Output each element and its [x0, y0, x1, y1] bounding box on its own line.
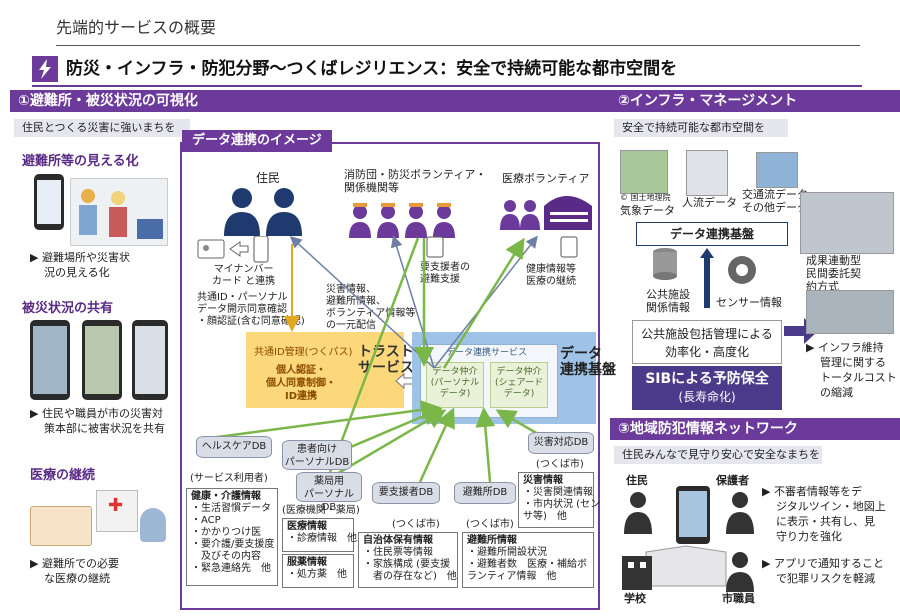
platform-bar: データ連携基盤: [636, 222, 788, 246]
shelter-info-box: 避難所情報・避難所開設状況・避難者数 医療・補給ボランティア情報 他: [462, 532, 594, 588]
damage-bullet: ▶ 住民や職員が市の災害対 策本部に被害状況を共有: [30, 407, 165, 435]
disaster-info-box: 災害情報・災害関連情報・市内状況 (センサ等) 他: [518, 472, 600, 528]
shelter-photo: [26, 170, 170, 250]
idm-title: 共通ID管理(つくパス): [254, 347, 353, 358]
label-user: (サービス利用者): [190, 473, 268, 484]
title-icon: [32, 56, 58, 82]
data-link-title: データ連携のイメージ: [182, 130, 332, 152]
healthcare-db: ヘルスケアDB: [196, 436, 272, 458]
medical-info-box: 医療情報・診療情報 他: [282, 518, 357, 552]
residents-icon: [224, 188, 302, 236]
crime-bullet-1: ▶ 不審者情報等をデ ジタルツイン・地図上 に表示・共有し、見 守り力を強化: [762, 485, 886, 543]
support-label: 要支援者の避難支援: [420, 262, 470, 285]
traffic-label: 交通流データその他データ: [742, 188, 808, 214]
health-care-box: 健康・介護情報 ・生活習慣データ・ACP・かかりつけ医・要介護/要支援度 及びそ…: [186, 488, 278, 586]
label-city-3: (つくば市): [536, 459, 584, 470]
sib-label: 成果連動型民間委託契約方式: [806, 254, 861, 293]
resident-label: 住民: [256, 171, 281, 185]
people-flow-image: [686, 150, 728, 196]
broker-shared: データ仲介(シェアードデータ): [490, 362, 548, 408]
health-label: 健康情報等医療の継続: [526, 264, 576, 287]
crime-network-illustration: [622, 486, 754, 592]
page-heading: 先端的サービスの概要: [56, 18, 217, 37]
medical-photo: ✚: [26, 484, 172, 550]
flow-arrows: [209, 235, 553, 483]
idm-body: 個人認証・個人同意制御・ID連携: [266, 365, 336, 402]
shelter-bullet: ▶ 避難場所や災害状 況の見える化: [30, 251, 130, 279]
sib-preservation-box: SIBによる予防保全 (長寿命化): [632, 366, 782, 410]
medicine-info-box: 服薬情報・処方薬 他: [282, 554, 354, 588]
label-city-1: (つくば市): [392, 519, 440, 530]
people-label: 人流データ: [682, 196, 737, 209]
disaster-db: 災害対応DB: [528, 432, 594, 454]
traffic-image: [756, 152, 798, 188]
title-rule: [32, 85, 862, 87]
data-link-service-title: データ連携サービス: [446, 348, 528, 358]
tablet-icon: [426, 236, 444, 258]
weather-map-image: [620, 150, 668, 194]
section2-header: ②インフラ・マネージメント: [610, 90, 900, 112]
pharmacy-db: 薬局用パーソナルDB: [296, 472, 362, 513]
patient-db: 患者向けパーソナルDB: [282, 440, 352, 470]
mynumber-card-icon: [197, 236, 269, 263]
database-icon: [653, 248, 677, 280]
section1-header: ①避難所・被災状況の可視化: [10, 90, 610, 112]
label-medical: (医療機関・薬局): [282, 505, 360, 516]
bridge-image: [800, 192, 894, 254]
damage-share-title: 被災状況の共有: [22, 301, 114, 316]
data-link-frame: [180, 142, 600, 610]
main-title: 防災・インフラ・防犯分野～つくばレジリエンス：安全で持続可能な都市空間を: [66, 59, 678, 79]
damage-photo: [20, 318, 170, 406]
copyright-label: © 国土地理院: [620, 193, 671, 202]
disaster-info-label: 災害情報、避難所情報、ボランティア情報等の一元配信: [326, 284, 416, 331]
guardian-label: 保護者: [716, 474, 749, 487]
school-label: 学校: [624, 592, 646, 605]
mgmt-box: 公共施設包括管理による効率化・高度化: [632, 320, 782, 364]
support-db: 要支援者DB: [372, 482, 440, 504]
section3-header: ③地域防犯情報ネットワーク: [610, 418, 900, 440]
shelter-db: 避難所DB: [454, 482, 516, 504]
crime-resident-label: 住民: [626, 474, 648, 487]
volunteers-icon: [349, 203, 455, 238]
sensor-icon: [728, 256, 756, 284]
volunteer-label: 消防団・防災ボランティア・関係機関等: [344, 168, 487, 194]
section1-sub: 住民とつくる災害に強いまちを: [14, 119, 190, 137]
heading-rule: [56, 45, 860, 46]
med-tablet-icon: [560, 236, 578, 258]
infrastructure-image: [806, 290, 894, 334]
consent-label: 共通ID・パーソナルデータ開示同意確認・顔認証(含む同意確認): [197, 292, 305, 327]
sensor-label: センサー情報: [716, 296, 782, 309]
section2-sub: 安全で持続可能な都市空間を: [614, 119, 788, 137]
label-city-2: (つくば市): [466, 519, 514, 530]
medical-bullet: ▶ 避難所での必要 な医療の継続: [30, 557, 119, 585]
medical-title: 医療の継続: [30, 468, 96, 483]
up-arrow-icon: [700, 248, 714, 308]
section3-sub: 住民みんなで見守り安心で安全なまちを: [614, 446, 822, 464]
data-platform-label: データ連携基盤: [560, 346, 616, 378]
infra-bullet: ▶ インフラ維持 管理に関する トータルコスト の縮減: [806, 341, 897, 399]
hospital-icon: [500, 196, 592, 230]
weather-label: 気象データ: [620, 204, 675, 217]
local-gov-box: 自治体保有情報・住民票等情報・家族構成 (要支援 者の存在など) 他: [358, 532, 458, 588]
crime-bullet-2: ▶ アプリで通知すること で犯罪リスクを軽減: [762, 557, 884, 585]
mynumber-label: マイナンバーカード と連携: [212, 264, 276, 287]
shelter-visual-title: 避難所等の見える化: [22, 154, 139, 169]
staff-label: 市職員: [722, 592, 755, 605]
lightning-icon: [39, 59, 51, 79]
medvol-label: 医療ボランティア: [502, 172, 590, 185]
pfm-label: 公共施設関係情報: [646, 288, 690, 314]
trust-service-label: トラストサービス: [358, 344, 414, 376]
